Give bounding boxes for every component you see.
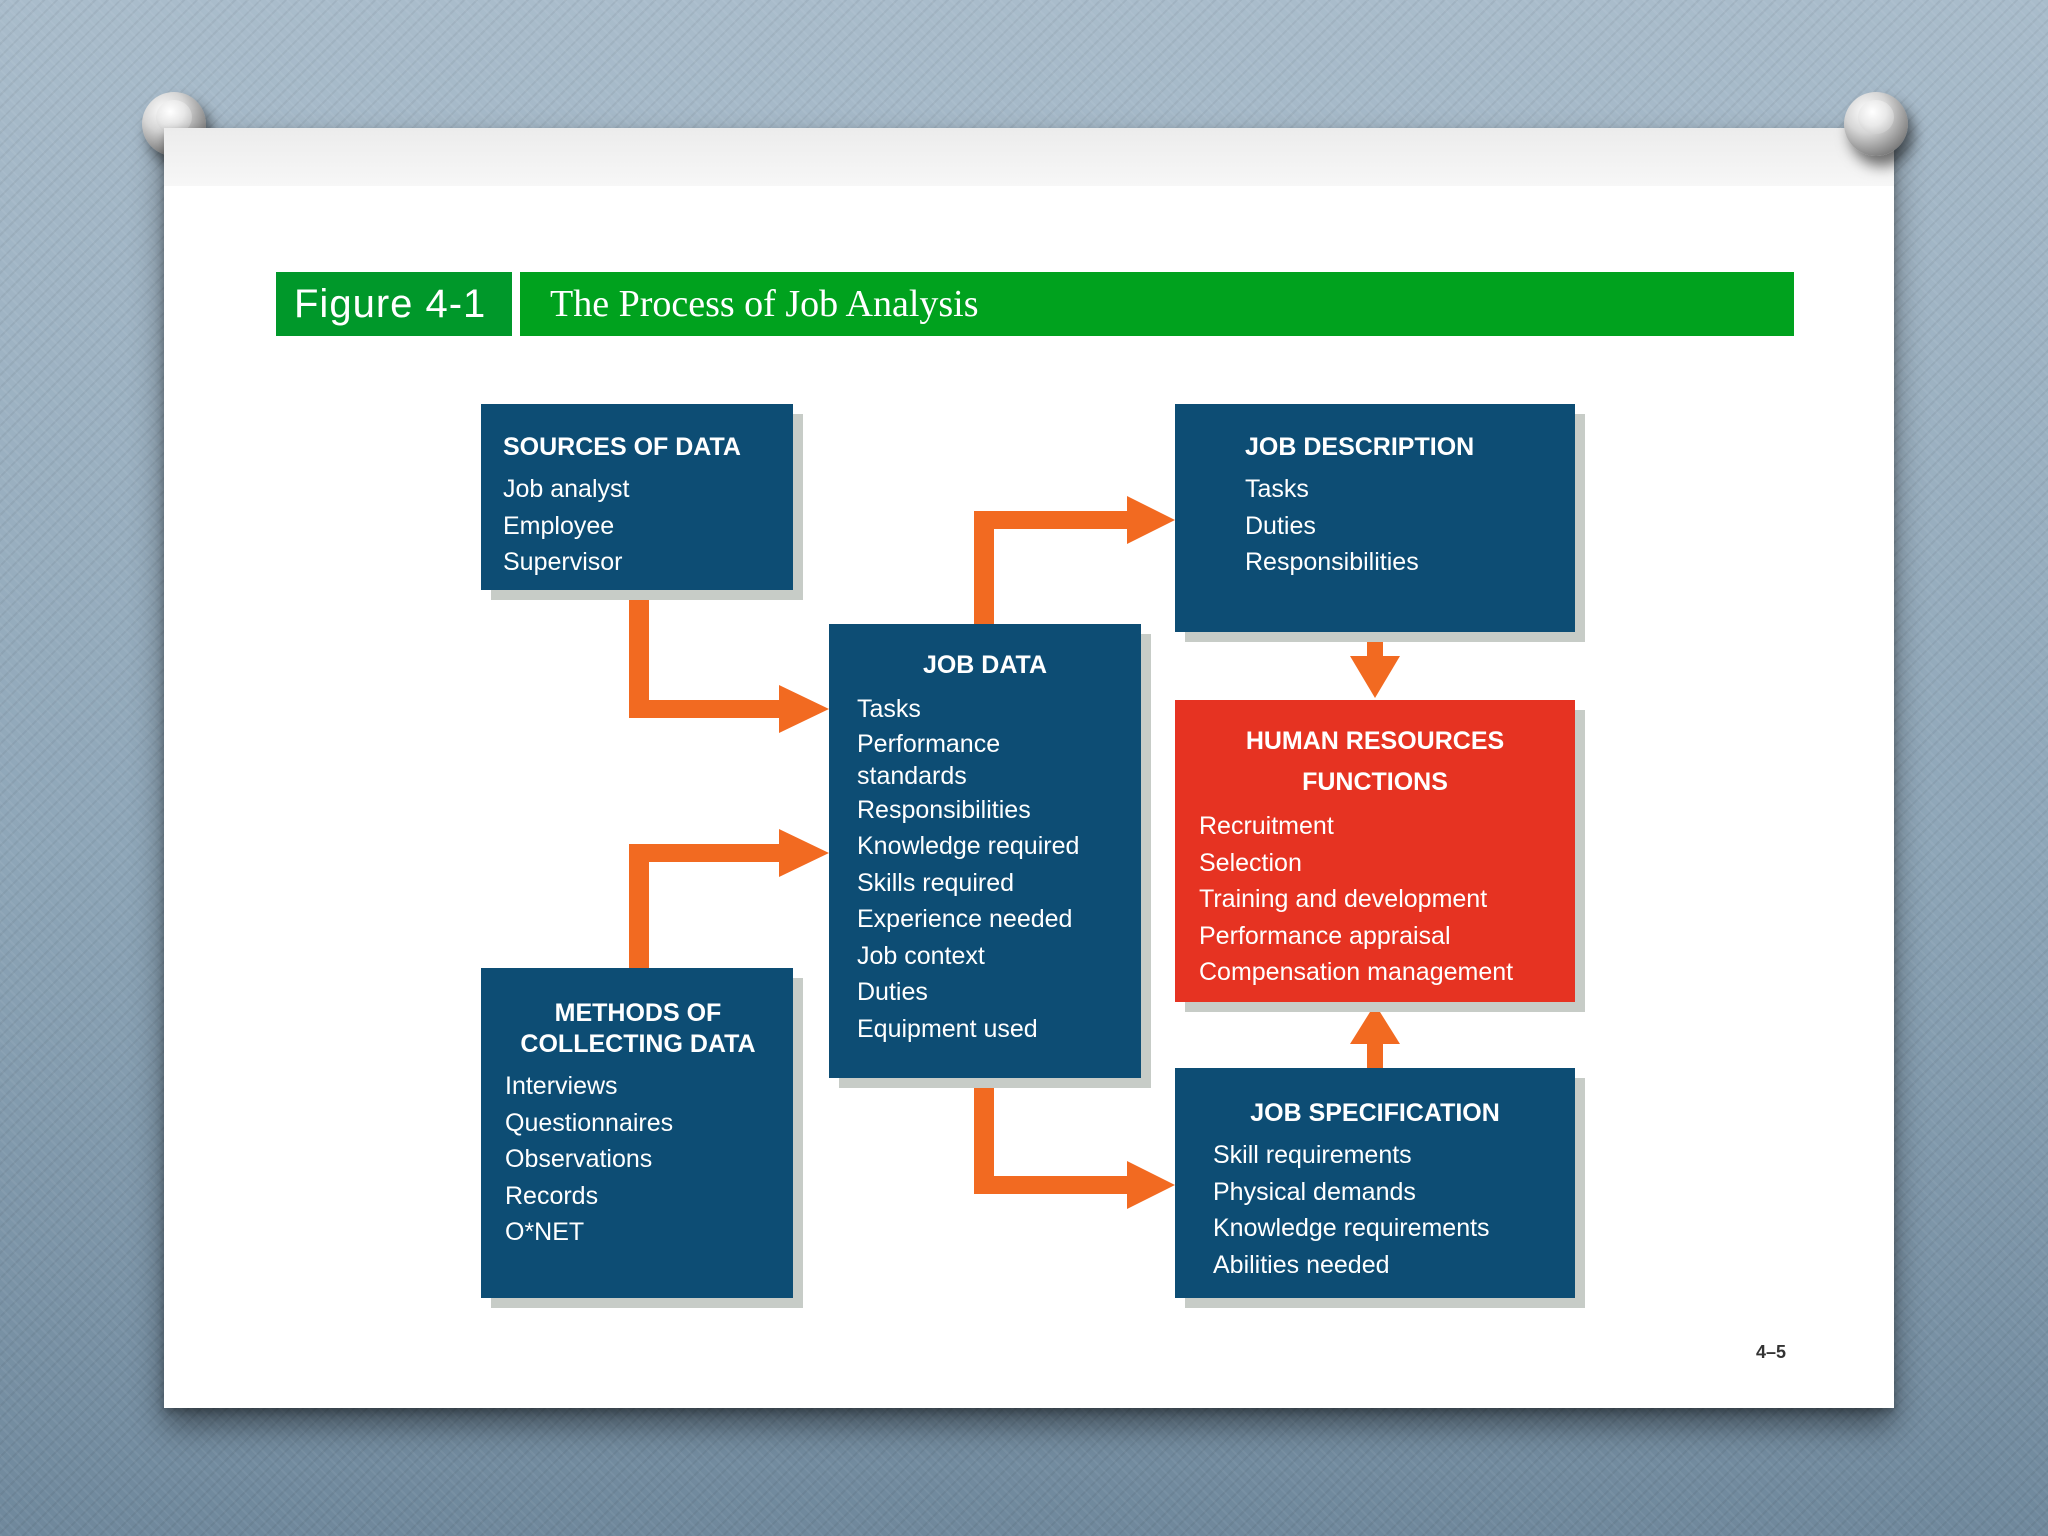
- paper-top-band: [164, 128, 1894, 186]
- list-item: Skills required: [857, 868, 1015, 897]
- arrow-jobspecification-to-hr: [1350, 1004, 1400, 1068]
- job-specification-title: JOB SPECIFICATION: [1250, 1099, 1500, 1127]
- list-item: Training and development: [1199, 885, 1488, 913]
- list-item: Knowledge required: [857, 832, 1080, 860]
- methods-list: Interviews Questionnaires Observations R…: [505, 1068, 793, 1251]
- list-item: Questionnaires: [505, 1108, 674, 1137]
- list-item: Knowledge requirements: [1213, 1214, 1490, 1242]
- arrow-jobdata-to-jobspecification: [974, 1078, 1175, 1209]
- list-item: Performance appraisal: [1199, 921, 1451, 950]
- list-item: Physical demands: [1213, 1177, 1416, 1206]
- list-item: Compensation management: [1199, 958, 1514, 986]
- arrow-jobdata-to-jobdescription: [974, 496, 1175, 624]
- methods-title-line2: COLLECTING DATA: [520, 1030, 756, 1058]
- list-item: Duties: [1245, 511, 1316, 540]
- hr-title-line2: FUNCTIONS: [1302, 768, 1448, 796]
- list-item: Job context: [857, 941, 985, 970]
- methods-title-line1: METHODS OF: [554, 999, 722, 1027]
- list-item: Abilities needed: [1213, 1250, 1390, 1279]
- list-item: Tasks: [857, 695, 921, 723]
- job-description-list: Tasks Duties Responsibilities: [1245, 471, 1575, 581]
- list-item: Tasks: [1245, 475, 1309, 503]
- list-item: Job analyst: [503, 475, 630, 503]
- pushpin-right-icon: [1844, 92, 1908, 156]
- list-item: Responsibilities: [1245, 548, 1419, 576]
- list-item: Supervisor: [503, 548, 623, 576]
- list-item: Interviews: [505, 1072, 618, 1100]
- job-specification-list: Skill requirements Physical demands Know…: [1213, 1137, 1575, 1283]
- job-data-list: Tasks Performance standards Responsibili…: [857, 691, 1141, 1047]
- sources-of-data-list: Job analyst Employee Supervisor: [503, 471, 793, 581]
- list-item: Responsibilities: [857, 795, 1031, 824]
- sources-of-data-box: SOURCES OF DATA Job analyst Employee Sup…: [481, 404, 793, 590]
- list-item: Experience needed: [857, 905, 1073, 933]
- job-specification-box: JOB SPECIFICATION Skill requirements Phy…: [1175, 1068, 1575, 1298]
- page-number: 4–5: [1756, 1342, 1787, 1362]
- figure-label: Figure 4-1: [276, 272, 512, 336]
- job-data-title: JOB DATA: [922, 651, 1048, 679]
- list-item: Observations: [505, 1145, 653, 1173]
- job-description-title: JOB DESCRIPTION: [1245, 433, 1475, 461]
- figure-title: The Process of Job Analysis: [520, 272, 1794, 336]
- list-item: Duties: [857, 978, 928, 1006]
- list-item: Performance: [857, 729, 1001, 758]
- methods-of-collecting-data-box: METHODS OF COLLECTING DATA Interviews Qu…: [481, 968, 793, 1298]
- arrow-methods-to-jobdata: [629, 829, 829, 968]
- list-item: Selection: [1199, 848, 1302, 877]
- sources-of-data-title: SOURCES OF DATA: [503, 433, 741, 461]
- human-resources-functions-box: HUMAN RESOURCES FUNCTIONS Recruitment Se…: [1175, 700, 1575, 1002]
- list-item: O*NET: [505, 1218, 585, 1246]
- slide-paper: Figure 4-1 The Process of Job Analysis: [164, 128, 1894, 1408]
- hr-functions-list: Recruitment Selection Training and devel…: [1199, 808, 1575, 991]
- list-item: Records: [505, 1181, 599, 1210]
- hr-title-line1: HUMAN RESOURCES: [1245, 727, 1505, 755]
- list-item: Employee: [503, 511, 615, 540]
- job-data-box: JOB DATA Tasks Performance standards Res…: [829, 624, 1141, 1078]
- arrow-sources-to-jobdata: [629, 590, 829, 733]
- job-description-box: JOB DESCRIPTION Tasks Duties Responsibil…: [1175, 404, 1575, 632]
- list-item: Skill requirements: [1213, 1141, 1412, 1169]
- list-item: Equipment used: [857, 1014, 1038, 1043]
- arrow-jobdescription-to-hr: [1350, 632, 1400, 698]
- list-item: standards: [857, 761, 967, 790]
- list-item: Recruitment: [1199, 812, 1334, 840]
